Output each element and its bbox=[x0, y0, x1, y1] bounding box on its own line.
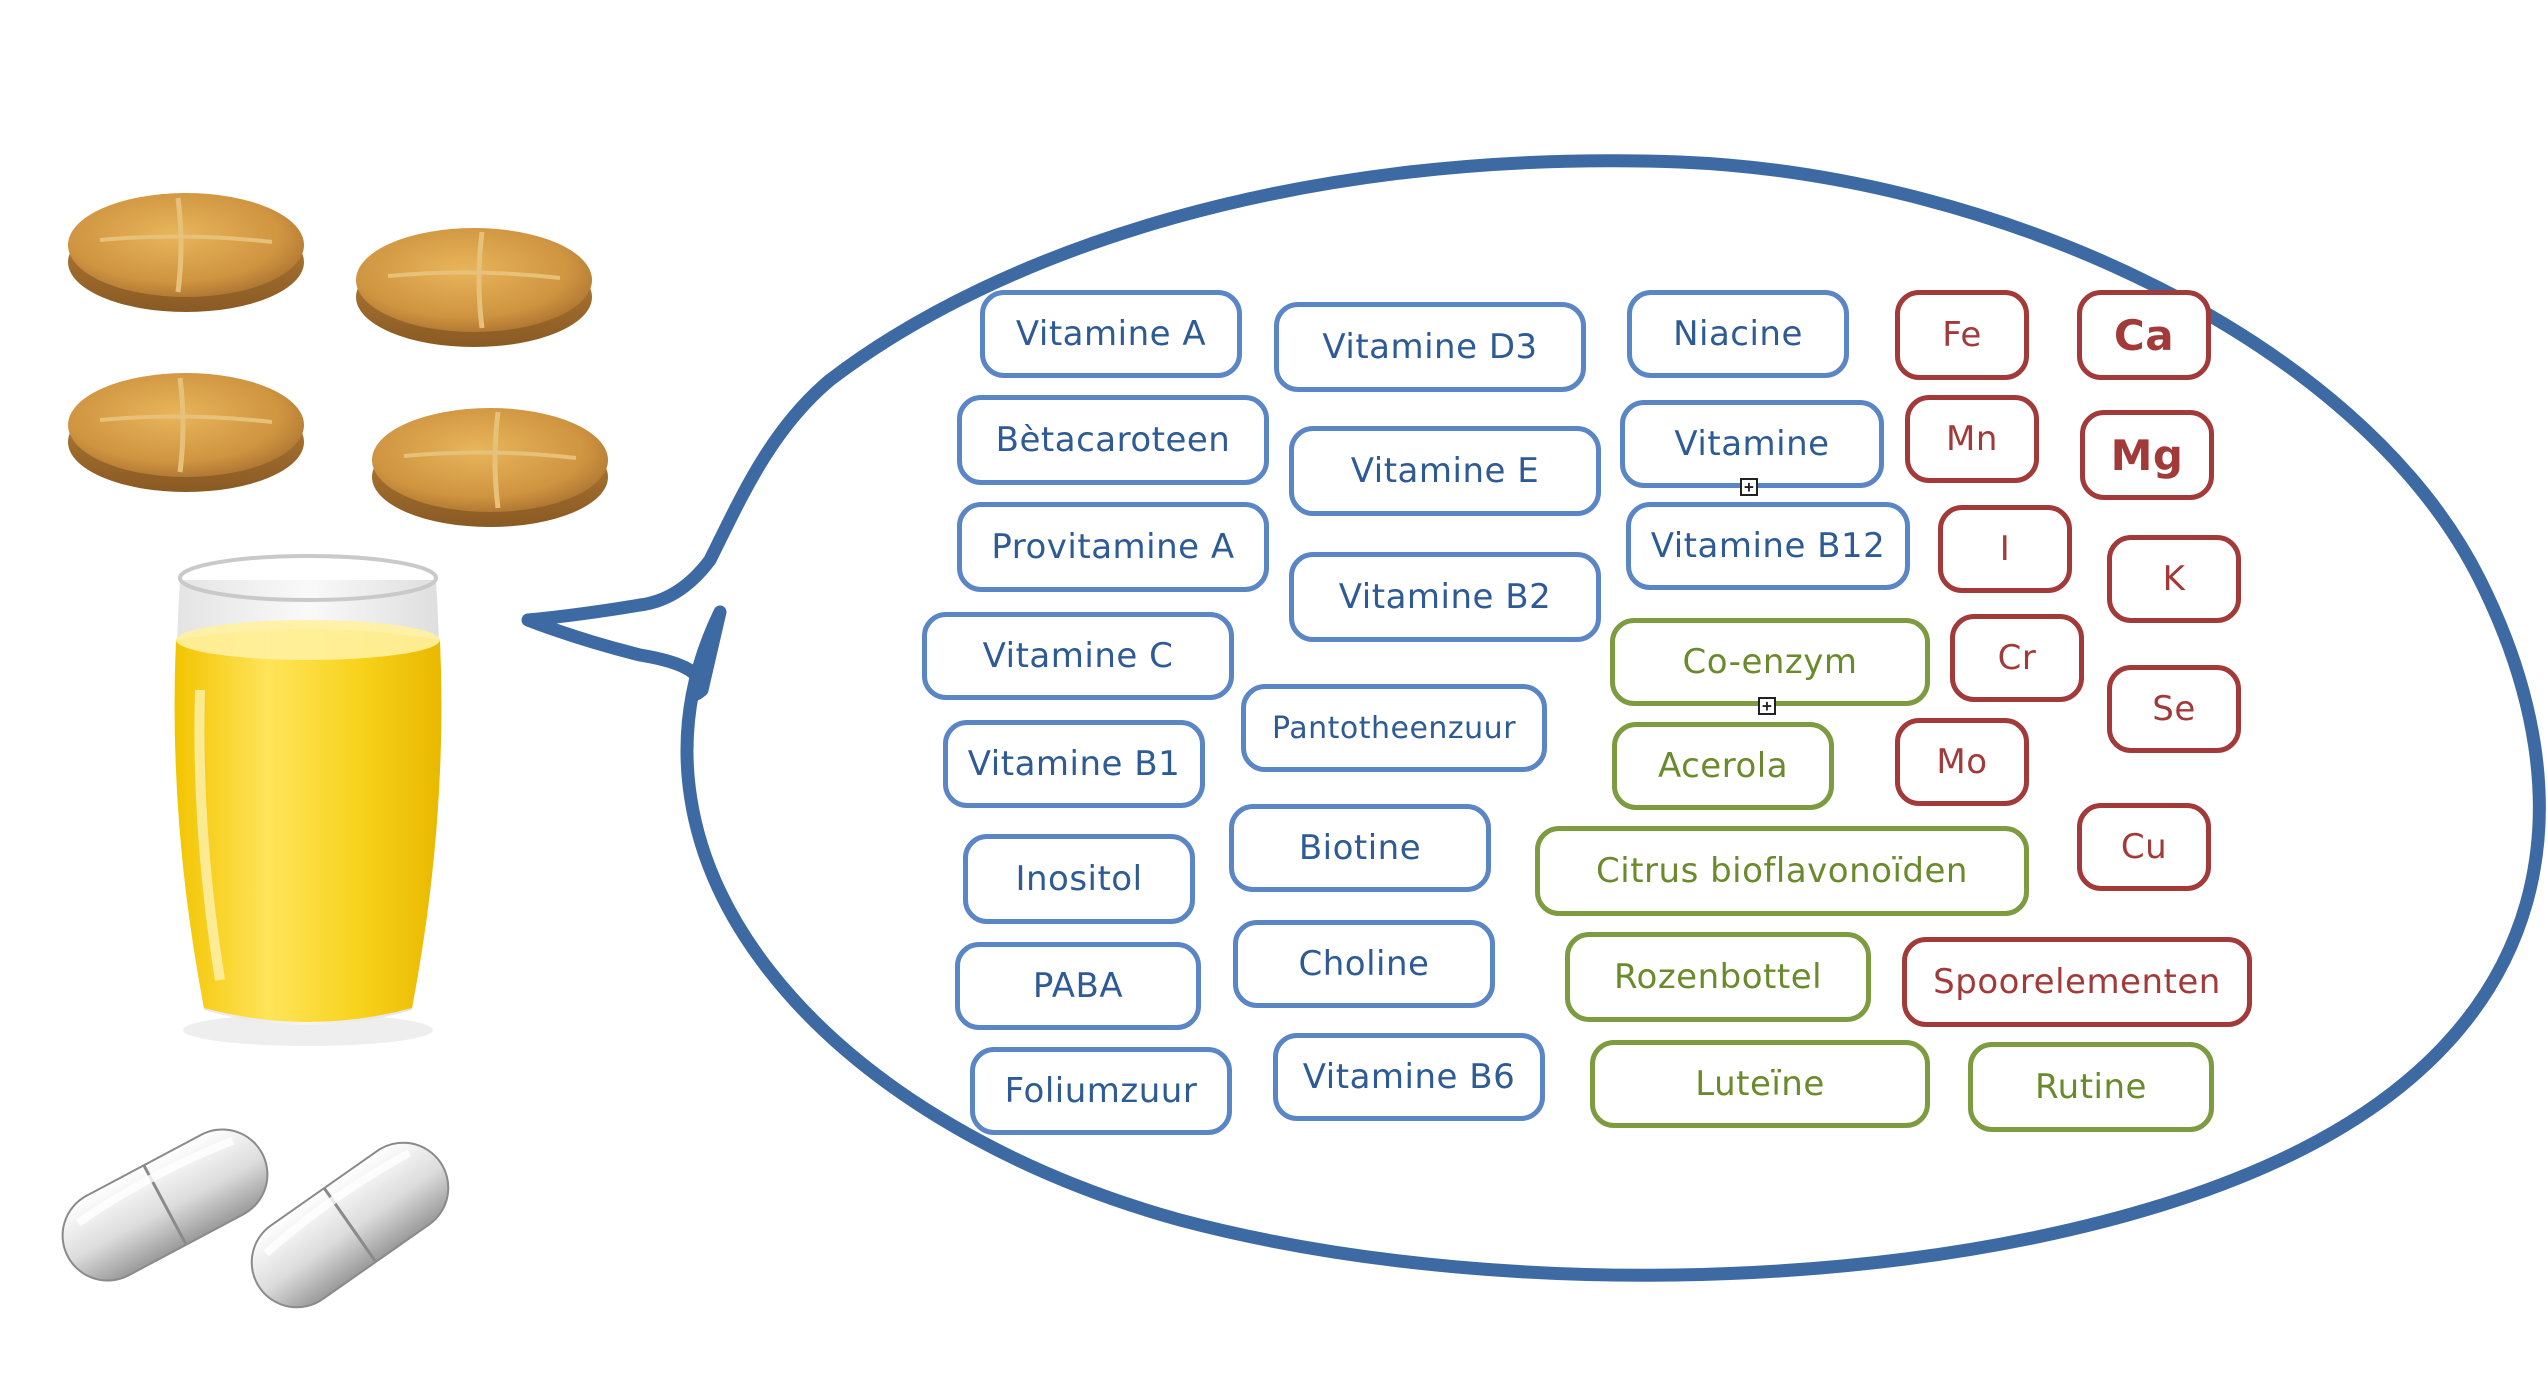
label-pantotheenzuur: Pantotheenzuur bbox=[1241, 684, 1547, 772]
label-rutine: Rutine bbox=[1968, 1042, 2214, 1132]
expand-marker-icon[interactable]: + bbox=[1740, 478, 1758, 496]
label-i: I bbox=[1938, 505, 2072, 593]
label-mn: Mn bbox=[1905, 395, 2039, 483]
label-vitamine: Vitamine bbox=[1620, 400, 1884, 488]
label-vitamin-b12: Vitamine B12 bbox=[1626, 502, 1910, 590]
label-provitamine-a: Provitamine A bbox=[957, 502, 1269, 592]
label-luteine: Luteïne bbox=[1590, 1040, 1930, 1128]
label-acerola: Acerola bbox=[1612, 722, 1834, 810]
tablet-icon bbox=[68, 373, 304, 492]
label-mg: Mg bbox=[2080, 410, 2214, 500]
label-co-enzym: Co-enzym bbox=[1610, 618, 1930, 706]
label-vitamin-c: Vitamine C bbox=[922, 612, 1234, 700]
tablet-icon bbox=[356, 228, 592, 347]
label-cr: Cr bbox=[1950, 614, 2084, 702]
capsule-icon bbox=[61, 1128, 269, 1282]
label-vitamin-e: Vitamine E bbox=[1289, 426, 1601, 516]
label-se: Se bbox=[2107, 665, 2241, 753]
label-vitamin-b6: Vitamine B6 bbox=[1273, 1033, 1545, 1121]
label-ca: Ca bbox=[2077, 290, 2211, 380]
label-spoorelementen: Spoorelementen bbox=[1902, 937, 2252, 1027]
capsule-icon bbox=[250, 1141, 450, 1309]
label-choline: Choline bbox=[1233, 920, 1495, 1008]
label-vitamin-d3: Vitamine D3 bbox=[1274, 302, 1586, 392]
label-betacaroteen: Bètacaroteen bbox=[957, 395, 1269, 485]
glass-of-juice-icon bbox=[174, 554, 442, 1046]
label-vitamin-b1: Vitamine B1 bbox=[943, 720, 1205, 808]
expand-marker-icon[interactable]: + bbox=[1758, 697, 1776, 715]
label-cu: Cu bbox=[2077, 803, 2211, 891]
label-niacine: Niacine bbox=[1627, 290, 1849, 378]
tablet-icon bbox=[372, 408, 608, 527]
label-k: K bbox=[2107, 535, 2241, 623]
label-vitamin-a: Vitamine A bbox=[980, 290, 1242, 378]
label-vitamin-b2: Vitamine B2 bbox=[1289, 552, 1601, 642]
label-rozenbottel: Rozenbottel bbox=[1565, 932, 1871, 1022]
tablet-icon bbox=[68, 193, 304, 312]
label-paba: PABA bbox=[955, 942, 1201, 1030]
label-inositol: Inositol bbox=[963, 834, 1195, 924]
label-foliumzuur: Foliumzuur bbox=[970, 1047, 1232, 1135]
speech-bubble-outline bbox=[521, 154, 2546, 1282]
label-fe: Fe bbox=[1895, 290, 2029, 380]
label-biotine: Biotine bbox=[1229, 804, 1491, 892]
label-citrus-bioflavonoiden: Citrus bioflavonoïden bbox=[1535, 826, 2029, 916]
label-mo: Mo bbox=[1895, 718, 2029, 806]
